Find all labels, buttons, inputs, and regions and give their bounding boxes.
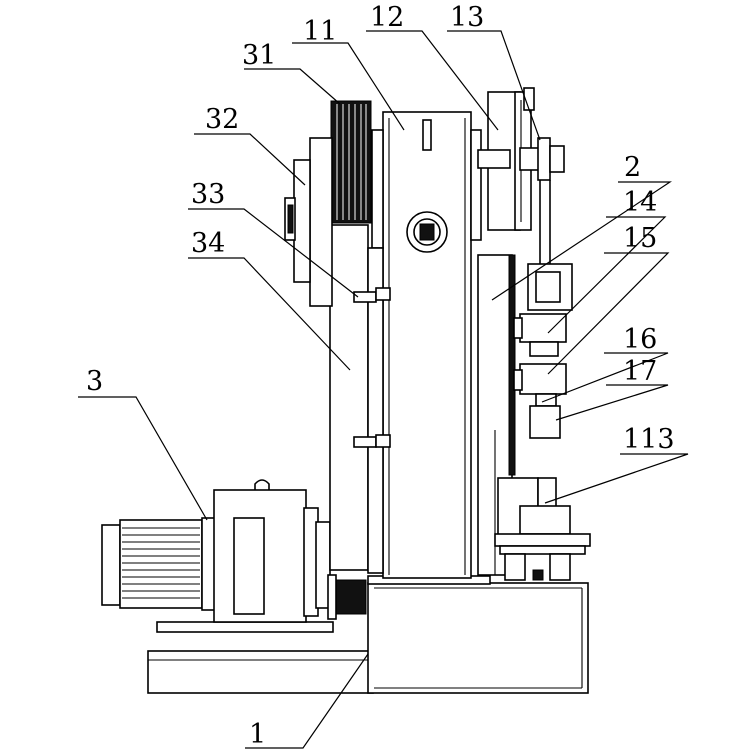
callout-labels: 31 11 12 13 32 33 34 3 2 14 15 16 17 113…	[86, 2, 675, 750]
clamp-upper	[353, 287, 391, 303]
label-33: 33	[191, 179, 225, 210]
base-frame	[147, 575, 589, 694]
drive-motor	[101, 479, 334, 633]
top-bracket	[477, 87, 565, 270]
motor-fins	[122, 527, 200, 599]
leader-lines	[78, 30, 689, 749]
label-34: 34	[191, 228, 225, 259]
clamp-head	[513, 263, 573, 439]
lower-pulley	[327, 574, 367, 620]
work-table	[494, 477, 591, 581]
label-15: 15	[623, 223, 657, 254]
label-113: 113	[623, 424, 675, 455]
main-column	[371, 111, 482, 579]
label-1: 1	[249, 719, 266, 750]
belt-cover	[329, 224, 391, 574]
label-3: 3	[86, 366, 103, 397]
label-16: 16	[623, 324, 657, 355]
label-31: 31	[242, 40, 276, 71]
label-32: 32	[205, 104, 239, 135]
label-11: 11	[303, 16, 337, 47]
pulley-grooves	[336, 104, 367, 220]
upper-pulley	[284, 100, 372, 307]
clamp-lower	[353, 434, 391, 448]
label-12: 12	[370, 2, 404, 33]
label-13: 13	[450, 2, 484, 33]
label-14: 14	[623, 187, 657, 218]
label-2: 2	[624, 152, 641, 183]
label-17: 17	[623, 356, 657, 387]
